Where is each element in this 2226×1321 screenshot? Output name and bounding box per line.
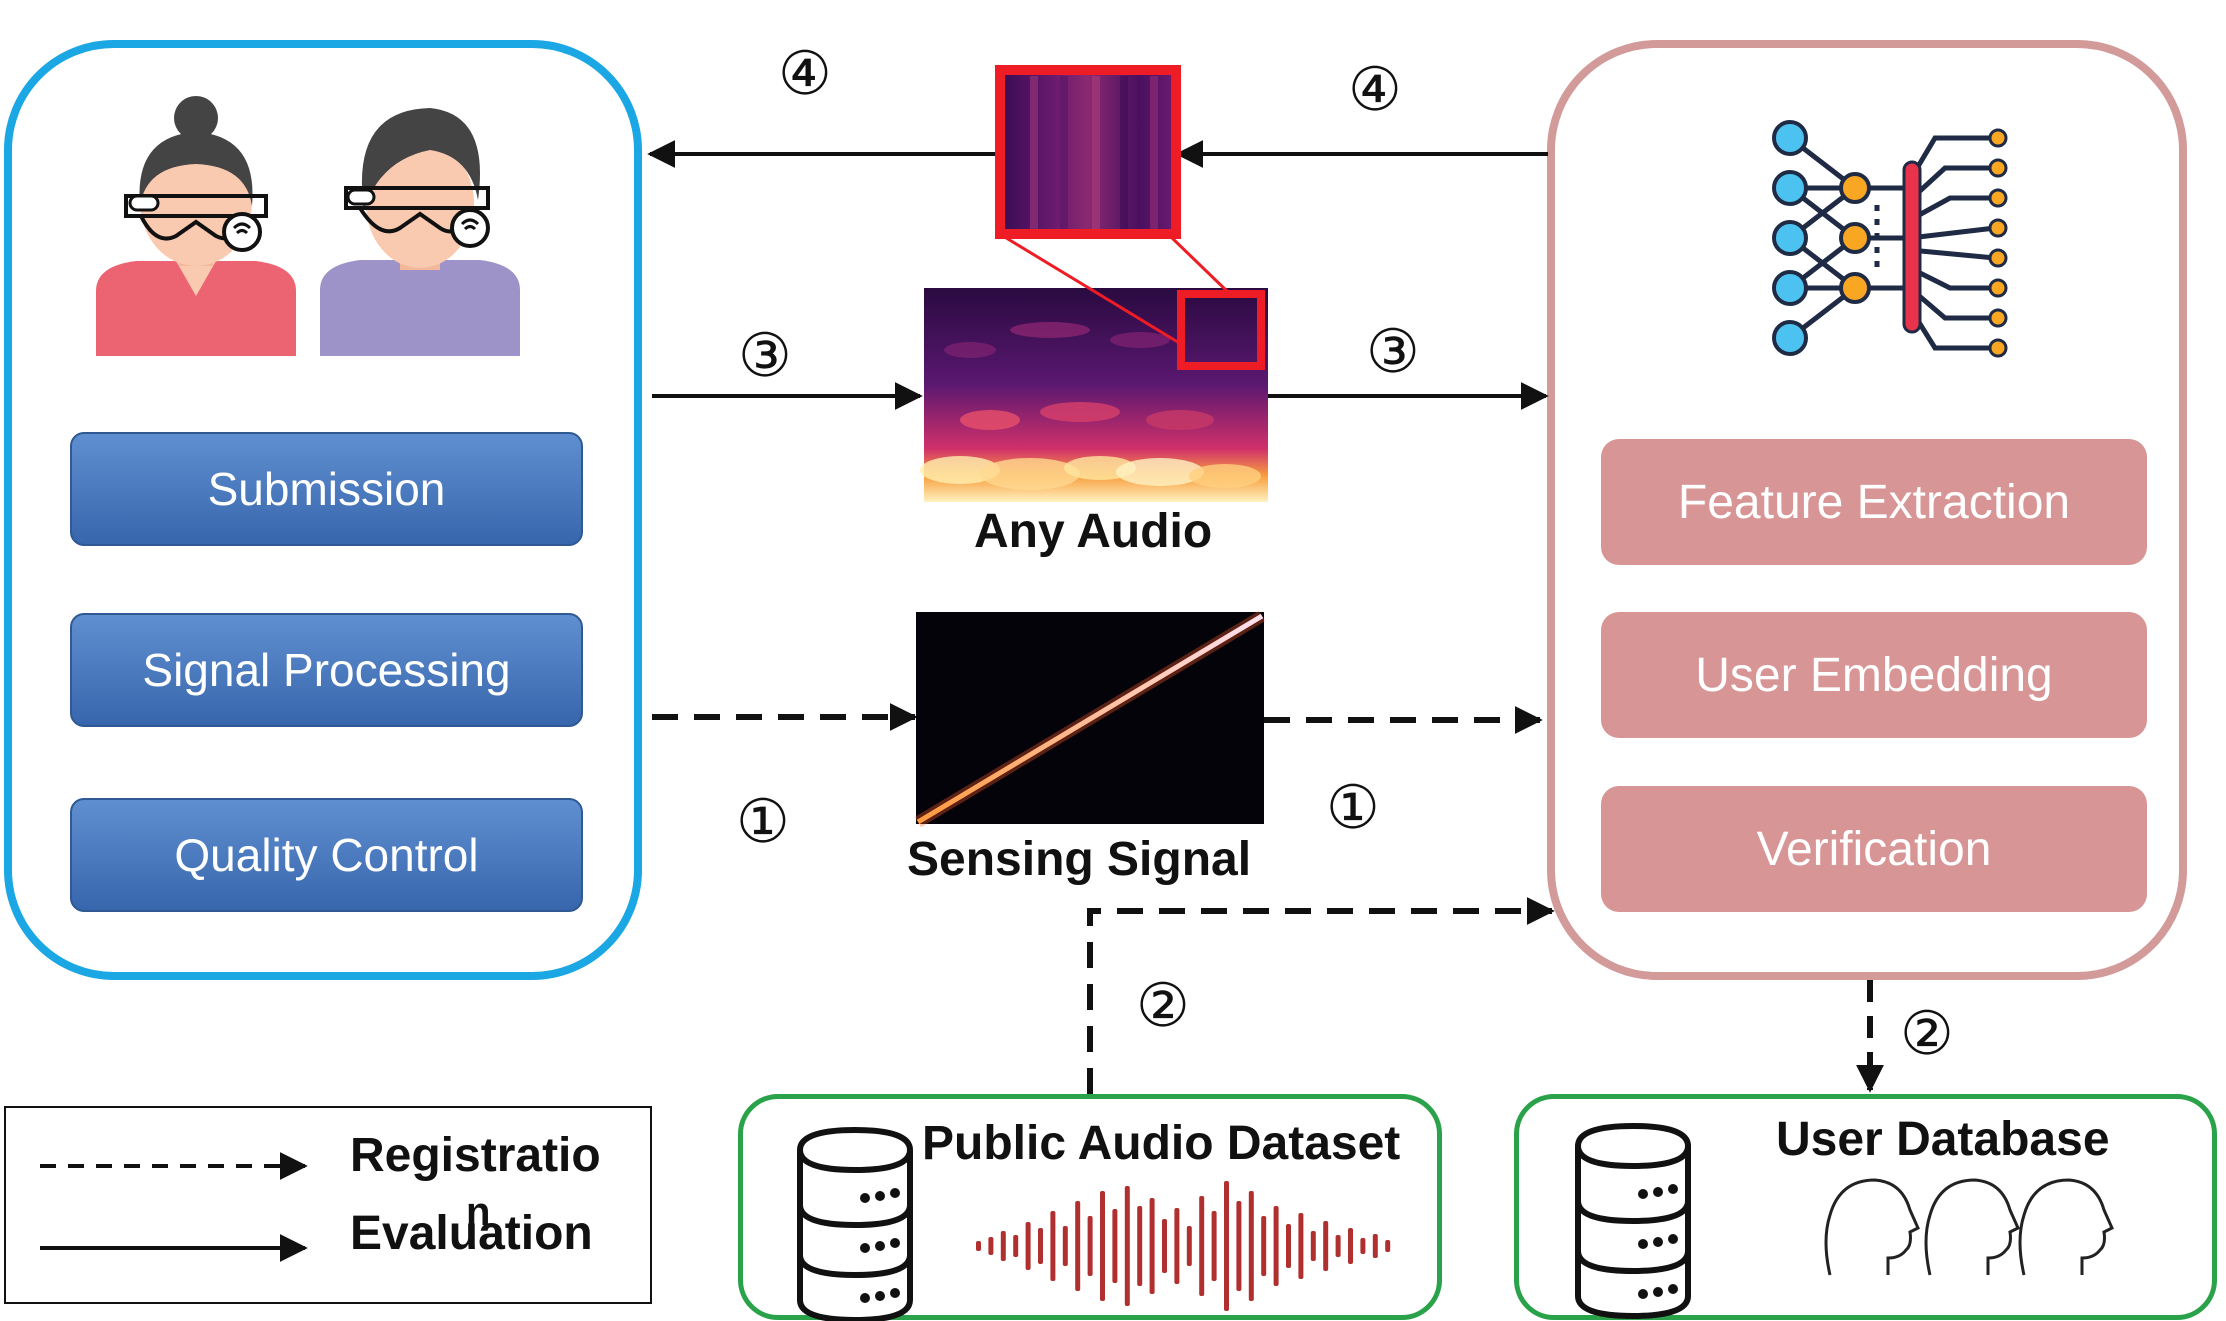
arrows-step-1 [652, 703, 1543, 734]
zoom-streak [1120, 76, 1128, 230]
user-embedding-button[interactable]: User Embedding [1601, 612, 2147, 738]
spectrogram-energy [1040, 402, 1120, 422]
spectrogram-energy [980, 458, 1080, 490]
legend-registration-label: Registratio [350, 1129, 601, 1182]
zoom-streak [1030, 76, 1038, 230]
zoom-streak [1092, 76, 1100, 230]
sensing-signal-chirp [914, 610, 1266, 828]
feature-extraction-button[interactable]: Feature Extraction [1601, 439, 2147, 565]
user-database-title: User Database [1776, 1113, 2110, 1166]
signal-processing-button[interactable]: Signal Processing [70, 613, 583, 727]
legend-registration-wrap: n [466, 1190, 491, 1234]
zoomed-spectrogram [995, 65, 1181, 239]
spectrogram-energy [1146, 410, 1214, 430]
quality-control-button[interactable]: Quality Control [70, 798, 583, 912]
spectrogram-energy [944, 342, 996, 358]
sensing-signal-label: Sensing Signal [907, 833, 1252, 886]
step-3-right: ③ [1366, 317, 1420, 387]
submission-button[interactable]: Submission [70, 432, 583, 546]
spectrogram-energy [1116, 458, 1204, 486]
verification-button[interactable]: Verification [1601, 786, 2147, 912]
legend-evaluation-label: Evaluation [350, 1207, 593, 1260]
step-1-left: ① [736, 787, 790, 857]
spectrogram-energy [920, 456, 1000, 484]
spectrogram-energy [1010, 322, 1090, 338]
step-2-right: ② [1900, 999, 1954, 1069]
zoom-streak [1060, 76, 1068, 230]
step-4-right: ④ [1348, 55, 1402, 125]
spectrogram-energy [1064, 456, 1136, 480]
spectrogram-energy [1110, 332, 1170, 348]
spectrogram-energy [1189, 464, 1261, 488]
any-audio-spectrogram [920, 234, 1268, 502]
spectrogram-energy [960, 410, 1020, 430]
public-audio-dataset-title: Public Audio Dataset [922, 1117, 1401, 1170]
step-1-right: ① [1326, 773, 1380, 843]
step-2-left: ② [1136, 971, 1190, 1041]
any-audio-label: Any Audio [974, 505, 1213, 558]
step-4-left: ④ [778, 39, 832, 109]
zoom-streak [1150, 76, 1158, 230]
step-3-left: ③ [738, 321, 792, 391]
legend-box [4, 1106, 652, 1304]
